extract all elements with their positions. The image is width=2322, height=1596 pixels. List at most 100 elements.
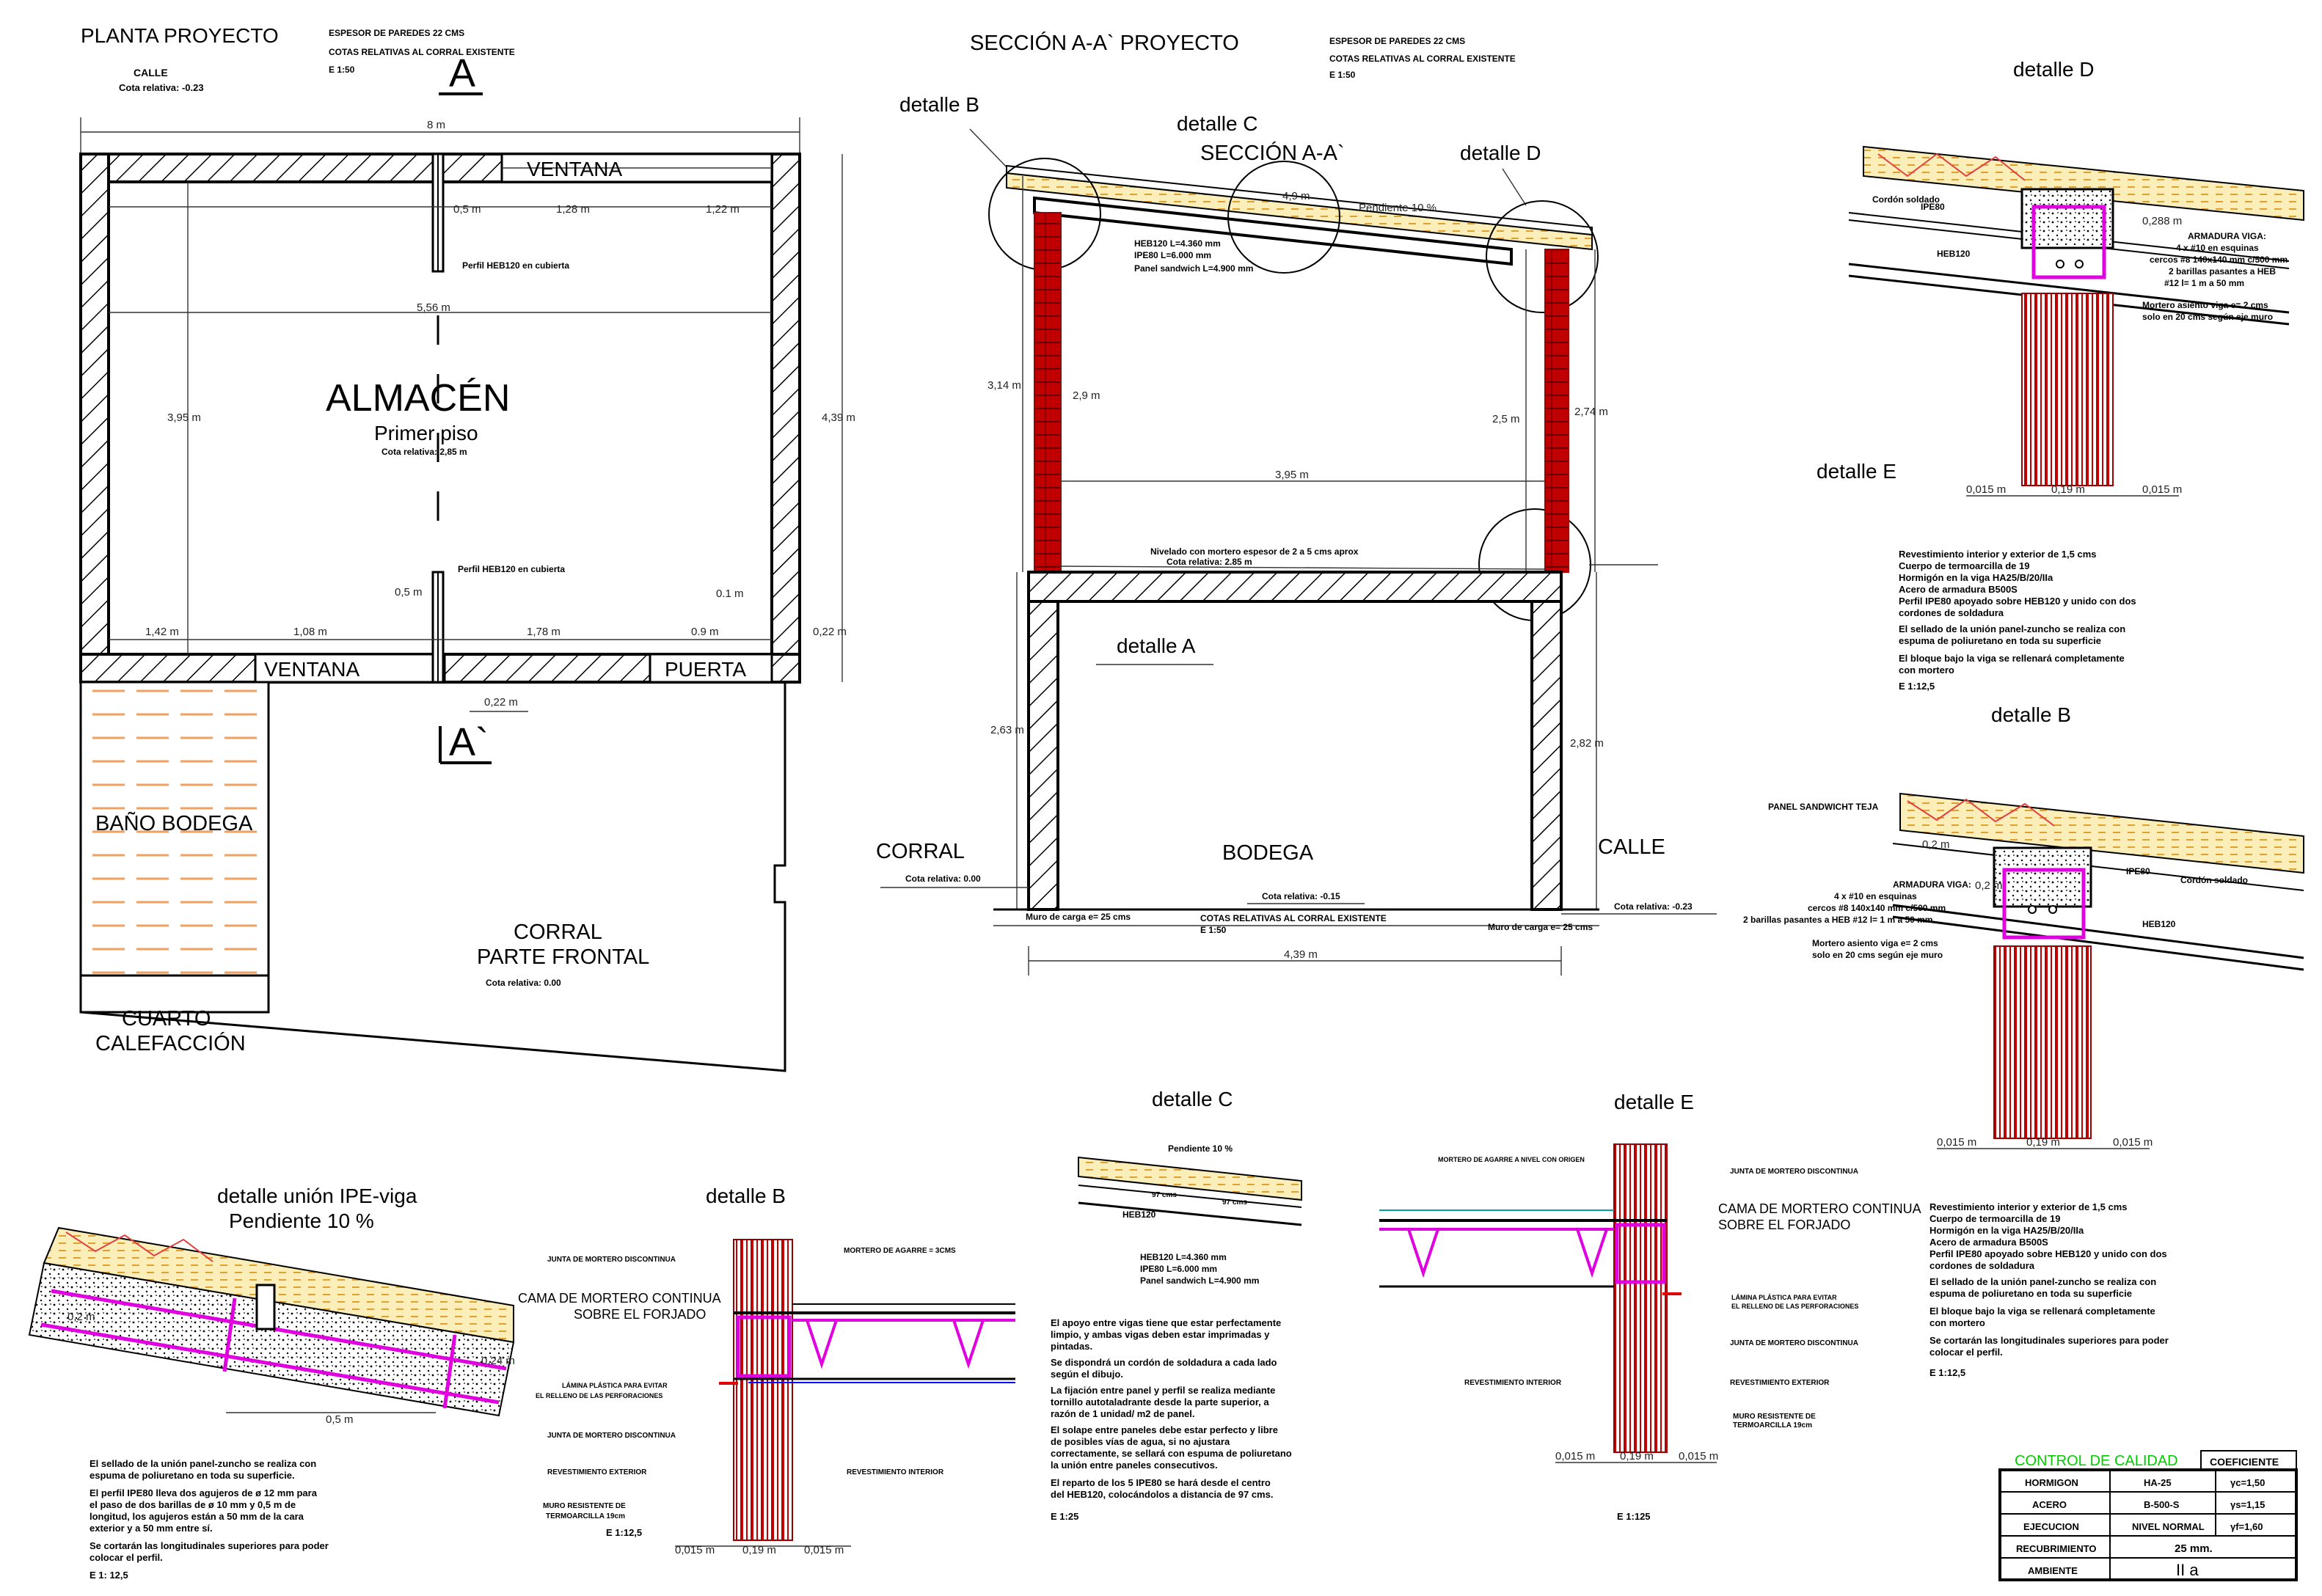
detalle-b-bottom-dim-b: 0,19 m (742, 1544, 776, 1556)
seccion-note-espesor: ESPESOR DE PAREDES 22 CMS (1329, 36, 1465, 46)
detalle-e-dim-a: 0,015 m (1555, 1450, 1595, 1463)
detalle-c-b1: HEB120 L=4.360 mm (1140, 1252, 1227, 1262)
floor-slab (1027, 571, 1563, 603)
seccion-note-escala: E 1:50 (1329, 70, 1356, 80)
detalle-union-dim-024: 0,24 m (481, 1355, 515, 1367)
lower-wall-right (1530, 600, 1563, 911)
detalle-b-right-arm-title: ARMADURA VIGA: (1893, 879, 1971, 890)
detalle-c-n10: de posibles vías de agua, si no ajustara (1051, 1436, 1230, 1447)
wall-detalle-d (2021, 293, 2114, 486)
control-row-a: ACERO (2032, 1499, 2067, 1510)
control-row: HORMIGON HA-25 γc=1,50 (2000, 1477, 2296, 1493)
detalle-b-bottom-l6: REVESTIMIENTO EXTERIOR (547, 1468, 647, 1476)
detalle-b-bottom-l1: JUNTA DE MORTERO DISCONTINUA (547, 1256, 676, 1264)
seccion-dim-263: 2,63 m (990, 724, 1024, 736)
label-detalle-c: detalle C (1177, 112, 1258, 135)
label-detalle-a: detalle A (1117, 634, 1196, 657)
seccion-beam3: Panel sandwich L=4.900 mm (1134, 263, 1253, 274)
detalle-c-n1: El apoyo entre vigas tiene que estar per… (1051, 1317, 1281, 1328)
circle-detalle-c (1227, 161, 1340, 274)
detalle-b-right-n1: Revestimiento interior y exterior de 1,5… (1929, 1201, 2128, 1212)
detalle-c-n7: tornillo autotaladrante desde la parte s… (1051, 1396, 1269, 1408)
detalle-d-title: detalle D (2013, 58, 2095, 81)
detalle-b-right-title: detalle B (1991, 703, 2071, 726)
detalle-c-n9: El solape entre paneles debe estar perfe… (1051, 1424, 1278, 1435)
dim-439: 4,39 m (822, 411, 855, 424)
detalle-c-dim-97b: 97 cms (1222, 1198, 1247, 1207)
lower-wall-left (1027, 600, 1059, 911)
roof-beam (1033, 196, 1513, 266)
detalle-union-n2: espuma de poliuretano en toda su superfi… (90, 1470, 295, 1481)
seccion-dim-395: 3,95 m (1275, 469, 1309, 481)
seccion-dim-314: 3,14 m (987, 379, 1021, 392)
detalle-e-l2: JUNTA DE MORTERO DISCONTINUA (1730, 1168, 1858, 1176)
detalle-d-n7: El sellado de la unión panel-zuncho se r… (1899, 623, 2125, 634)
detalle-c-dim-97a: 97 cms (1152, 1191, 1177, 1199)
wall-detalle-b-right (1993, 945, 2092, 1139)
detalle-c-n3: pintadas. (1051, 1341, 1092, 1352)
dim-022b: 0,22 m (484, 696, 518, 709)
dim-108: 1,08 m (293, 626, 327, 638)
detalle-e-title: detalle E (1614, 1091, 1694, 1113)
detalle-d-arm1: 4 x #10 en esquinas (2176, 243, 2259, 253)
seccion-sub: SECCIÓN A-A` (1200, 141, 1345, 165)
seccion-note-cotas: COTAS RELATIVAS AL CORRAL EXISTENTE (1329, 54, 1516, 64)
calle-label: CALLE (134, 67, 168, 78)
seccion-dim-49: 4,9 m (1282, 190, 1310, 202)
detalle-b-bottom-l9: TERMOARCILLA 19cm (546, 1512, 625, 1520)
detalle-b-bottom-l8: MURO RESISTENTE DE (543, 1502, 626, 1510)
detalle-e-label: detalle E (1817, 460, 1896, 483)
control-row: ACERO B-500-S γs=1,15 (2000, 1499, 2296, 1515)
detalle-e: detalle E MORTERO DE AGARRE A NIVEL CON … (1379, 1091, 1921, 1522)
detalle-d-arm2: cercos #8 140x140 mm c/500 mm (2150, 255, 2288, 265)
detalle-union: detalle unión IPE-viga Pendiente 10 % 0,… (28, 1185, 515, 1581)
planta-note-escala: E 1:50 (329, 65, 355, 75)
seccion-dim-274: 2,74 m (1574, 406, 1608, 418)
detalle-union-n3: El perfil IPE80 lleva dos agujeros de ø … (90, 1487, 318, 1498)
dim-128: 1,28 m (556, 203, 590, 216)
corral-sub: PARTE FRONTAL (477, 945, 649, 969)
detalle-c-heb: HEB120 (1122, 1209, 1156, 1220)
detalle-union-escala: E 1: 12,5 (90, 1570, 128, 1581)
bano-label: BAÑO BODEGA (95, 810, 253, 835)
detalle-d-n3: Hormigón en la viga HA25/B/20/IIa (1899, 572, 2053, 583)
seccion-aa: SECCIÓN A-A` PROYECTO ESPESOR DE PAREDES… (876, 31, 1717, 975)
control-row-b: HA-25 (2144, 1477, 2172, 1488)
seccion-cota-015: Cota relativa: -0.15 (1262, 891, 1340, 901)
label-detalle-b: detalle B (899, 93, 979, 116)
control-row-b: II a (2176, 1561, 2199, 1579)
detalle-b-right-arm2: cercos #8 140x140 mm c/500 mm (1808, 903, 1946, 913)
corral-cota: Cota relativa: 0.00 (486, 978, 561, 988)
detalle-e-cama2: SOBRE EL FORJADO (1718, 1218, 1850, 1232)
detalle-e-l8: MURO RESISTENTE DE (1733, 1413, 1816, 1421)
circle-detalle-d (1486, 200, 1599, 313)
detalle-d-escala: E 1:12,5 (1899, 681, 1935, 692)
control-row-a: HORMIGON (2025, 1477, 2078, 1488)
seccion-bodega: BODEGA (1222, 841, 1314, 865)
detalle-union-n4: el paso de dos barillas de ø 10 mm y 0,5… (90, 1499, 296, 1510)
dim-178: 1,78 m (527, 626, 561, 638)
detalle-c-n5: según el dibujo. (1051, 1369, 1123, 1380)
detalle-union-n1: El sellado de la unión panel-zuncho se r… (90, 1458, 316, 1469)
detalle-b-right-cordon: Cordón soldado (2180, 875, 2248, 885)
seccion-beam1: HEB120 L=4.360 mm (1134, 238, 1221, 249)
detalle-union-dim-05: 0,5 m (326, 1413, 354, 1426)
detalle-b-right-dim-02a: 0,2 m (1922, 838, 1950, 851)
detalle-b-right-n3: Hormigón en la viga HA25/B/20/IIa (1929, 1225, 2084, 1236)
detalle-b-right-n10: con mortero (1929, 1317, 1985, 1328)
planta-proyecto: PLANTA PROYECTO ESPESOR DE PAREDES 22 CM… (79, 24, 855, 1072)
detalle-b-right-dim-02b: 0,2 m (1975, 879, 2003, 892)
detalle-d-n5: Perfil IPE80 apoyado sobre HEB120 y unid… (1899, 596, 2136, 607)
detalle-b-right-n4: Acero de armadura B500S (1929, 1237, 2048, 1248)
detalle-d-n8: espuma de poliuretano en toda su superfi… (1899, 635, 2101, 646)
detalle-c-b2: IPE80 L=6.000 mm (1140, 1264, 1217, 1274)
wall-left (79, 153, 110, 684)
detalle-d-dim-c: 0,015 m (2142, 483, 2182, 496)
seccion-cota-000: Cota relativa: 0.00 (905, 874, 981, 884)
wall-right (770, 153, 801, 684)
cut-marker-top: A (449, 51, 475, 95)
control-row: RECUBRIMIENTO 25 mm. (2000, 1542, 2296, 1559)
control-row-a: AMBIENTE (2028, 1565, 2078, 1576)
seccion-nivelado: Nivelado con mortero espesor de 2 a 5 cm… (1150, 546, 1359, 557)
